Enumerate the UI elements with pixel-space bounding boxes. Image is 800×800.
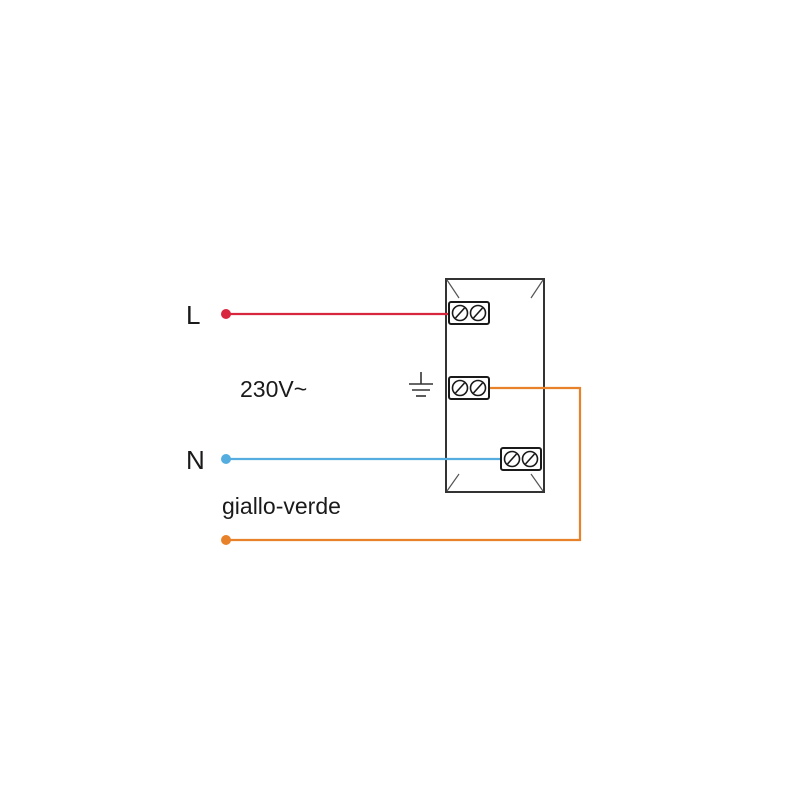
- screw-terminal-icon: [451, 304, 469, 322]
- neutral-wire: [221, 454, 506, 464]
- neutral-endpoint: [221, 454, 231, 464]
- earth-wire-path: [225, 386, 582, 542]
- earth-endpoint: [221, 535, 231, 545]
- terminal-line: [448, 301, 490, 325]
- screw-terminal-icon: [503, 450, 521, 468]
- terminal-neutral: [500, 447, 542, 471]
- neutral-label: N: [186, 445, 205, 475]
- screw-terminal-icon: [469, 304, 487, 322]
- earth-ground-icon: [409, 372, 433, 397]
- earth-wire-label: giallo-verde: [222, 493, 341, 519]
- screw-terminal-icon: [451, 379, 469, 397]
- line-wire: [221, 309, 452, 319]
- terminal-earth: [448, 376, 490, 400]
- screw-terminal-icon: [469, 379, 487, 397]
- voltage-label: 230V~: [240, 376, 307, 402]
- screw-terminal-icon: [521, 450, 539, 468]
- line-label: L: [186, 300, 200, 330]
- line-endpoint: [221, 309, 231, 319]
- earth-wire: [221, 386, 582, 545]
